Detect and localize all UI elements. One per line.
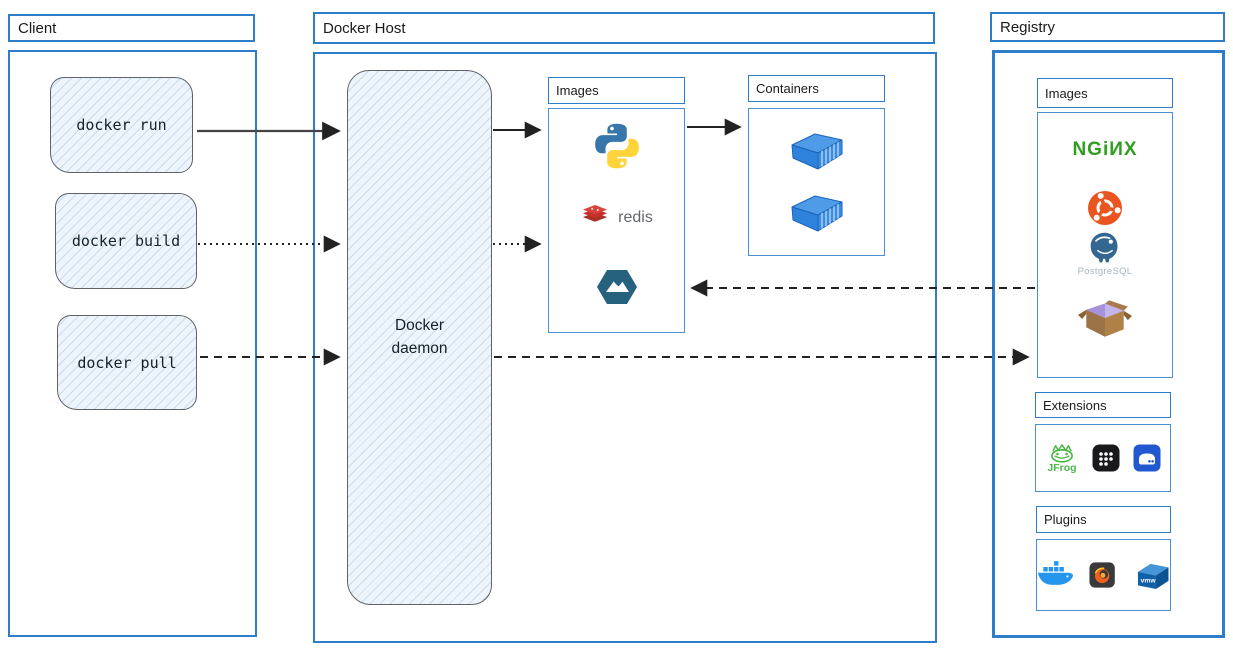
postgresql-label: PostgreSQL [1077, 266, 1133, 277]
plugins-title-box: Plugins [1036, 506, 1171, 533]
plugins-box: vmw [1036, 539, 1171, 611]
python-icon [594, 123, 639, 169]
docker-run-box: docker run [50, 77, 193, 173]
docker-pull-label: docker pull [77, 353, 177, 372]
containers-box [748, 108, 885, 256]
container-3d-icon [791, 195, 842, 232]
vmware-label: vmw [1140, 577, 1156, 584]
jfrog-icon: JFrog [1045, 443, 1079, 474]
host-images-title: Images [556, 83, 599, 98]
extensions-box: JFrog [1035, 424, 1171, 492]
container-3d-icon [791, 133, 842, 170]
jfrog-label: JFrog [1047, 461, 1077, 474]
registry-images-title-box: Images [1037, 78, 1173, 108]
nginx-wordmark: NGiИX [1072, 139, 1138, 160]
docker-build-box: docker build [55, 193, 197, 289]
plugins-title: Plugins [1044, 512, 1087, 527]
docker-host-title-box: Docker Host [313, 12, 935, 44]
ubuntu-icon [1088, 191, 1122, 225]
docker-pull-box: docker pull [57, 315, 197, 410]
keypad-icon [1092, 444, 1120, 472]
registry-title: Registry [1000, 18, 1056, 36]
drive-icon [1133, 444, 1161, 472]
postgresql-icon [1090, 232, 1118, 263]
mountain-hexagon-icon [596, 270, 637, 304]
redis-label: redis [618, 209, 653, 226]
docker-run-label: docker run [76, 116, 167, 134]
docker-daemon-label: Docker daemon [391, 317, 448, 357]
extensions-title: Extensions [1043, 397, 1107, 413]
containers-title-box: Containers [748, 75, 885, 102]
registry-images-title: Images [1045, 85, 1088, 101]
docker-build-label: docker build [71, 232, 181, 250]
host-images-box: redis [548, 108, 685, 333]
host-images-title-box: Images [548, 77, 685, 104]
docker-daemon-box: Docker daemon [347, 70, 492, 605]
containers-title: Containers [756, 81, 819, 96]
client-title-box: Client [8, 14, 255, 42]
docker-whale-icon [1037, 560, 1074, 585]
redis-icon [583, 205, 608, 222]
vmware-icon: vmw [1137, 563, 1169, 589]
grafana-icon [1089, 562, 1116, 588]
registry-images-box: NGiИX Postgr [1037, 112, 1173, 378]
extensions-title-box: Extensions [1035, 392, 1171, 418]
registry-title-box: Registry [990, 12, 1225, 42]
docker-host-title: Docker Host [323, 19, 406, 37]
open-box-icon [1078, 300, 1132, 337]
client-title: Client [18, 19, 57, 37]
